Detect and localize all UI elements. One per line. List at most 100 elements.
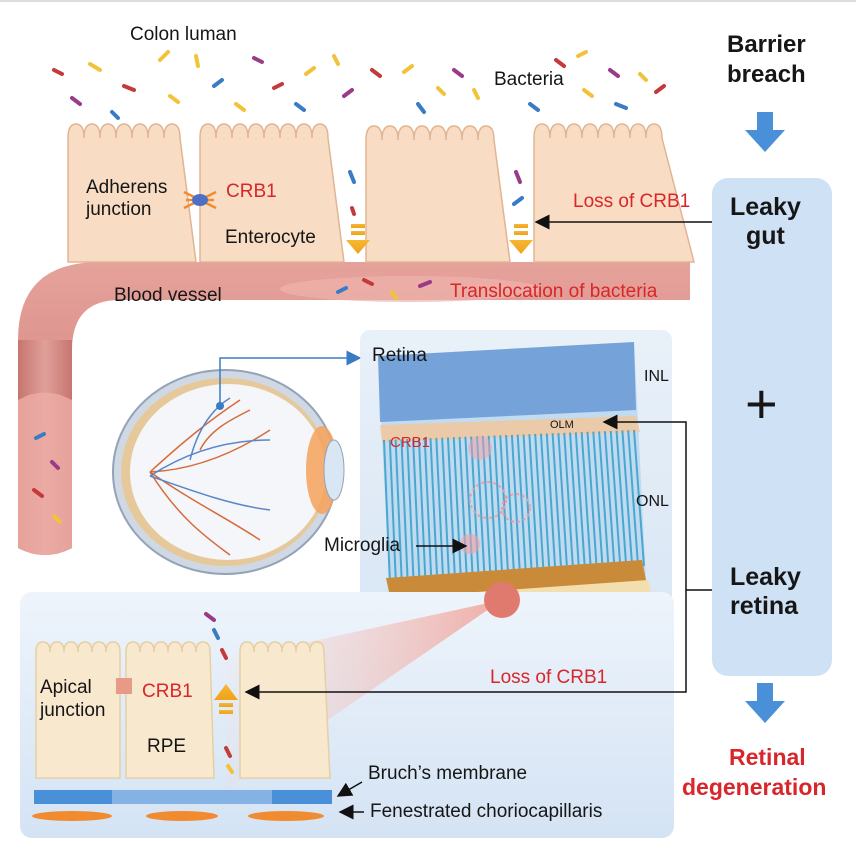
- rpe-translocation-arrow: [214, 684, 238, 714]
- adherens-label-2: junction: [86, 199, 152, 220]
- photoreceptor-rod: [545, 433, 557, 573]
- photoreceptor-rod: [452, 437, 462, 580]
- barrier-label-1: Barrier: [727, 31, 806, 58]
- down-arrow-icon: [745, 112, 785, 152]
- rpe-cells: [35, 641, 331, 779]
- photoreceptor-rod: [499, 435, 510, 576]
- photoreceptor-rod: [580, 432, 592, 570]
- photoreceptor-rod: [609, 430, 622, 568]
- photoreceptor-rod: [563, 432, 575, 572]
- vessel-bacteria: [32, 278, 432, 524]
- photoreceptor-rod: [446, 437, 456, 580]
- photoreceptor-rod: [586, 431, 598, 570]
- colon-lumen-label: Colon luman: [130, 24, 237, 45]
- translocation-label: Translocation of bacteria: [450, 281, 658, 302]
- photoreceptor-rod: [388, 439, 397, 584]
- retina-callout-line: [219, 350, 362, 406]
- bacteria-label: Bacteria: [494, 69, 564, 90]
- blood-vessel-label: Blood vessel: [114, 285, 222, 306]
- photoreceptor-rod: [406, 439, 415, 583]
- photoreceptor-rod: [481, 435, 492, 577]
- photoreceptor-rod: [458, 436, 468, 579]
- microglia-label: Microglia: [324, 535, 401, 556]
- photoreceptor-rod: [574, 432, 586, 571]
- photoreceptor-rod: [417, 438, 427, 582]
- photoreceptor-rod: [441, 437, 451, 580]
- retina-label: Retina: [372, 345, 427, 366]
- flow-panel: [712, 178, 832, 676]
- bacteria-cluster: [52, 50, 666, 216]
- photoreceptor-rod: [400, 439, 409, 583]
- crb1-square-icon: [116, 678, 132, 694]
- degeneration-label-1: Retinal: [729, 744, 806, 770]
- enterocyte-cells: [67, 123, 695, 263]
- photoreceptor-rod: [539, 433, 551, 573]
- photoreceptor-rod: [557, 432, 569, 572]
- photoreceptor-rod: [505, 435, 516, 576]
- leaky-retina-label-2: retina: [730, 592, 799, 620]
- photoreceptor-rod: [551, 433, 563, 572]
- photoreceptor-rod: [487, 435, 498, 577]
- olm-label: OLM: [550, 419, 574, 431]
- photoreceptor-rod: [470, 436, 480, 578]
- retina-layers: [378, 342, 652, 612]
- photoreceptor-rod: [394, 439, 403, 584]
- enterocyte-label: Enterocyte: [225, 227, 316, 248]
- crb1-rpe-label: CRB1: [142, 681, 193, 702]
- inl-label: INL: [644, 368, 669, 385]
- photoreceptor-rod: [510, 434, 521, 575]
- photoreceptor-rod: [598, 431, 610, 569]
- photoreceptor-rod: [516, 434, 527, 575]
- photoreceptor-rod: [493, 435, 504, 577]
- photoreceptor-rod: [383, 439, 391, 585]
- rpe-bacteria: [204, 612, 234, 774]
- photoreceptor-rod: [429, 438, 439, 581]
- zoom-origin: [484, 582, 520, 618]
- adherens-label-1: Adherens: [86, 177, 168, 198]
- onl-label: ONL: [636, 493, 669, 510]
- translocation-arrow-2: [509, 224, 533, 254]
- apical-label-2: junction: [40, 700, 106, 721]
- leaky-retina-label-1: Leaky: [730, 563, 801, 591]
- vessel-highlight: [280, 276, 540, 302]
- apical-label-1: Apical: [40, 677, 92, 698]
- photoreceptor-rod: [534, 433, 545, 574]
- photoreceptor-rod: [603, 431, 616, 569]
- bruchs-label: Bruch’s membrane: [368, 763, 528, 784]
- plus-sign: +: [745, 372, 778, 435]
- photoreceptor-rod: [569, 432, 581, 571]
- eye-illustration: [112, 369, 345, 575]
- leaky-gut-label-2: gut: [746, 222, 785, 250]
- barrier-label-2: breach: [727, 61, 806, 88]
- choriocapillaris: [32, 811, 324, 821]
- vessel-cut: [18, 392, 72, 555]
- rpe-loss-arrow: [244, 589, 712, 700]
- adherens-junction-icon: [183, 190, 217, 210]
- bruchs-arrow: [336, 781, 363, 797]
- translocation-arrow-1: [346, 224, 370, 254]
- photoreceptor-rod: [592, 431, 604, 569]
- photoreceptor-rod: [423, 438, 433, 582]
- photoreceptor-rod: [627, 430, 640, 567]
- choriocapillaris-label: Fenestrated choriocapillaris: [370, 801, 603, 822]
- photoreceptor-rod: [435, 437, 445, 581]
- rpe-loss-of-crb1-label: Loss of CRB1: [490, 667, 608, 688]
- photoreceptor-rod: [621, 430, 634, 567]
- rpe-label: RPE: [147, 736, 187, 757]
- crb1-retina-label: CRB1: [390, 434, 431, 451]
- bruchs-membrane-fade: [112, 790, 272, 804]
- blood-vessel: [18, 262, 690, 555]
- photoreceptor-rod: [464, 436, 474, 579]
- crb1-gut-label: CRB1: [226, 181, 277, 202]
- photoreceptor-rod: [412, 438, 421, 582]
- photoreceptor-rod: [522, 434, 533, 575]
- gut-loss-of-crb1-label: Loss of CRB1: [573, 191, 691, 212]
- degeneration-label-2: degeneration: [682, 774, 827, 800]
- photoreceptor-rod: [615, 430, 628, 568]
- down-arrow-icon-2: [745, 683, 785, 723]
- olm-arrow: [602, 414, 687, 590]
- photoreceptor-rod: [528, 434, 539, 574]
- photoreceptor-rod: [633, 429, 645, 567]
- leaky-gut-label-1: Leaky: [730, 193, 801, 221]
